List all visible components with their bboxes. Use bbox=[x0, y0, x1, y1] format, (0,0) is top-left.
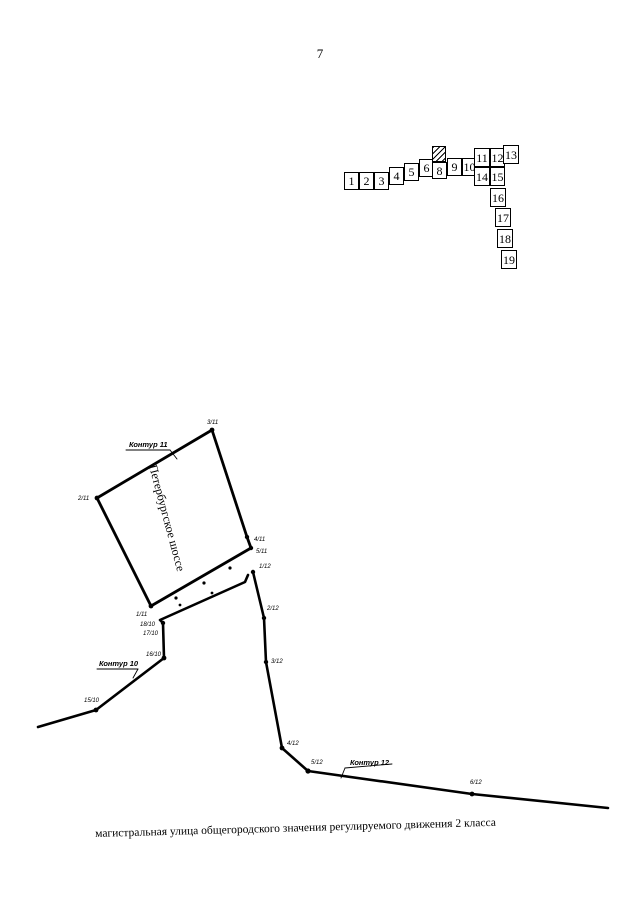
index-sheet-8: 8 bbox=[432, 162, 447, 179]
vertex-17-10 bbox=[160, 620, 166, 626]
contour-11-outline bbox=[95, 428, 253, 608]
contour-10-outline bbox=[36, 573, 250, 729]
point-label-18-10: 18/10 bbox=[140, 622, 156, 628]
index-sheet-13: 13 bbox=[503, 145, 519, 164]
point-label-16-10: 16/10 bbox=[146, 652, 162, 658]
vertex-5-12 bbox=[305, 768, 311, 774]
vertex-16-10 bbox=[161, 655, 167, 661]
contour-12-label: Контур 12 bbox=[350, 758, 390, 767]
street-name-label: Петербургское шоссе bbox=[146, 463, 188, 573]
contour-10-leader-tick bbox=[132, 668, 139, 679]
point-label-15-10: 15/10 bbox=[84, 698, 100, 704]
vertex-1-11 bbox=[148, 603, 154, 609]
vertex-mid bbox=[228, 566, 232, 570]
contour-12-leader-tick bbox=[340, 767, 346, 779]
point-label-4-12: 4/12 bbox=[287, 741, 299, 747]
point-label-2-12: 2/12 bbox=[266, 606, 279, 612]
point-label-3-12: 3/12 bbox=[271, 659, 283, 665]
point-label-4-11: 4/11 bbox=[254, 537, 265, 543]
point-label-2-11: 2/11 bbox=[77, 496, 89, 502]
index-sheet-3: 3 bbox=[374, 172, 389, 190]
vertex-5-11 bbox=[248, 545, 254, 551]
index-sheet-7-highlighted bbox=[432, 146, 446, 162]
vertex-mid bbox=[174, 596, 178, 600]
index-sheet-16: 16 bbox=[490, 188, 506, 207]
vertex-15-10 bbox=[93, 707, 99, 713]
point-label-1-12: 1/12 bbox=[259, 564, 271, 570]
index-sheet-18: 18 bbox=[497, 229, 513, 248]
vertex-2-11 bbox=[94, 495, 100, 501]
point-label-3-11: 3/11 bbox=[207, 420, 218, 426]
point-label-6-12: 6/12 bbox=[470, 780, 482, 786]
point-label-1-11: 1/11 bbox=[136, 612, 147, 618]
contour-11-leader-tick bbox=[169, 449, 178, 460]
index-sheet-9: 9 bbox=[447, 158, 462, 176]
index-sheet-17: 17 bbox=[495, 208, 511, 227]
vertex-3-12 bbox=[263, 659, 269, 665]
contour-11-label: Контур 11 bbox=[129, 440, 168, 449]
point-label-5-12: 5/12 bbox=[311, 760, 323, 766]
point-label-5-11: 5/11 bbox=[256, 549, 267, 555]
vertex-6-12 bbox=[469, 791, 475, 797]
contour-10-label: Контур 10 bbox=[99, 659, 139, 668]
contour-12-leader bbox=[344, 763, 393, 769]
vertex-mid bbox=[178, 603, 182, 607]
vertex-1-12 bbox=[250, 569, 256, 575]
vertex-mid bbox=[202, 581, 206, 585]
index-sheet-11: 11 bbox=[474, 148, 490, 167]
index-sheet-4: 4 bbox=[389, 167, 404, 185]
point-label-17-10: 17/10 bbox=[143, 631, 159, 637]
index-sheet-6: 6 bbox=[419, 159, 434, 177]
page-number: 7 bbox=[316, 46, 324, 61]
index-sheet-15: 15 bbox=[490, 167, 505, 186]
index-sheet-5: 5 bbox=[404, 163, 419, 181]
index-sheet-1: 1 bbox=[344, 172, 359, 190]
vertex-2-12 bbox=[261, 615, 267, 621]
vertex-3-11 bbox=[209, 427, 215, 433]
vertex-4-12 bbox=[279, 745, 285, 751]
index-sheet-2: 2 bbox=[359, 172, 374, 190]
vertex-mid bbox=[210, 591, 214, 595]
index-sheet-14: 14 bbox=[474, 167, 490, 186]
vertex-4-11 bbox=[244, 534, 250, 540]
index-sheet-19: 19 bbox=[501, 250, 517, 269]
